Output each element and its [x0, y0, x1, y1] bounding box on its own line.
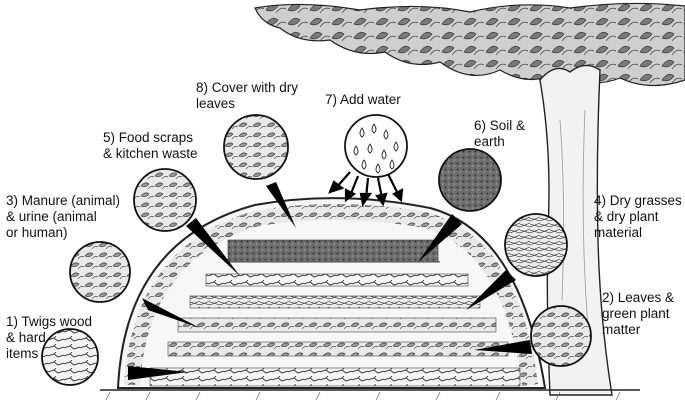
- tree-canopy: [254, 2, 685, 87]
- layer-leaves-green: [167, 341, 509, 357]
- water-arrows: [328, 171, 404, 207]
- pointer-arrows: [128, 182, 532, 380]
- layer-dry-grass: [189, 295, 481, 309]
- ground-hatching: [105, 391, 621, 401]
- label-manure: 3) Manure (animal) & urine (animal or hu…: [6, 193, 121, 240]
- detail-circle-grass: [504, 213, 568, 277]
- label-twigs: 1) Twigs wood & hard items: [6, 314, 93, 361]
- detail-circle-manure: [69, 241, 131, 303]
- label-cover-dry-leaves: 8) Cover with dry leaves: [196, 80, 299, 111]
- label-soil: 6) Soil & earth: [474, 118, 526, 149]
- detail-circle-twigs: [41, 328, 99, 386]
- layer-food-scraps: [205, 273, 469, 287]
- detail-circle-food: [133, 168, 197, 232]
- arrow-8: [266, 182, 296, 228]
- arrow-5: [186, 218, 240, 276]
- layer-manure: [177, 317, 497, 333]
- arrow-1: [128, 366, 188, 380]
- arrow-6: [418, 214, 462, 262]
- water-drops-icon: [353, 123, 399, 174]
- detail-circles: [41, 114, 592, 386]
- arrow-3: [142, 298, 200, 328]
- arrow-2: [474, 340, 532, 354]
- detail-circle-leaves: [530, 305, 592, 367]
- detail-circle-cover: [223, 114, 289, 180]
- layer-soil-band: [227, 239, 439, 263]
- label-dry-grasses: 4) Dry grasses & dry plant material: [594, 193, 682, 240]
- layer-twigs-bottom: [149, 367, 521, 387]
- label-food-scraps: 5) Food scraps & kitchen waste: [103, 130, 198, 161]
- detail-circle-soil: [438, 148, 502, 212]
- label-add-water: 7) Add water: [325, 92, 401, 107]
- arrow-4: [466, 270, 516, 310]
- label-leaves-green: 2) Leaves & green plant matter: [602, 290, 675, 337]
